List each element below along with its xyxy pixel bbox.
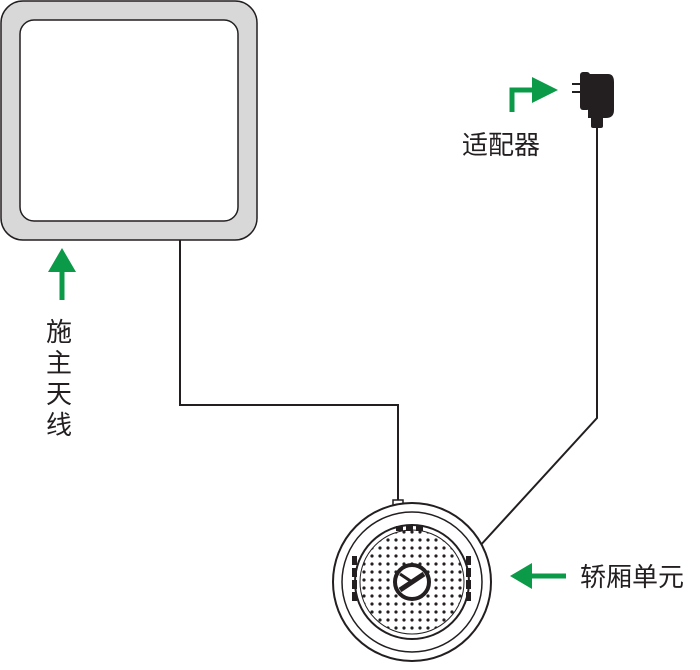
antenna-cable (179, 240, 399, 505)
adapter-arrow-icon (509, 77, 558, 112)
antenna-label-char: 主 (46, 349, 72, 379)
car-unit-device (332, 499, 492, 662)
car-unit-label: 轿厢单元 (580, 563, 684, 593)
adapter-cable (477, 125, 598, 549)
antenna-label-char: 施 (46, 318, 72, 348)
antenna-label: 施 主 天 线 (46, 318, 72, 441)
antenna-label-char: 天 (46, 380, 72, 410)
unit-logo-icon (393, 563, 431, 601)
power-adapter-icon (572, 72, 614, 128)
antenna-label-char: 线 (46, 411, 72, 441)
adapter-label: 适配器 (462, 131, 540, 161)
antenna-arrow-icon (48, 248, 76, 300)
main-antenna-panel (0, 0, 258, 241)
car-unit-arrow-icon (510, 563, 566, 589)
